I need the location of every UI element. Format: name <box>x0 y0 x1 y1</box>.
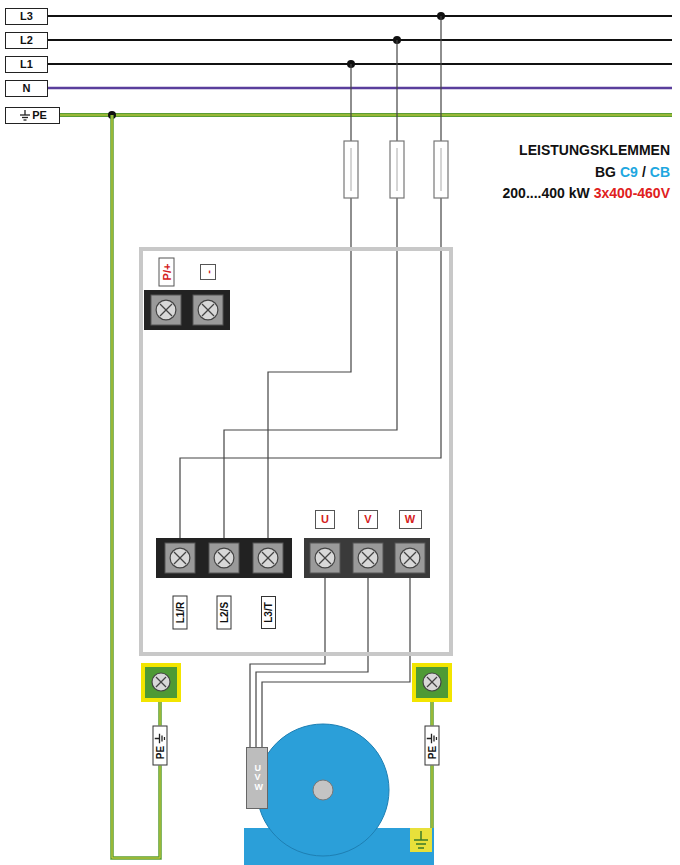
node-text: W <box>405 513 415 525</box>
node-text: L2/S <box>219 601 230 622</box>
node-text: V <box>364 513 371 525</box>
node-text: PE <box>427 745 438 758</box>
pe-label: PE <box>153 725 168 765</box>
rating-label: 3x400-460V <box>594 185 670 201</box>
terminal-label: L3/T <box>261 596 276 629</box>
bus-label: N <box>5 80 48 97</box>
node-text: PE <box>155 745 166 758</box>
size-label: BG <box>595 164 616 180</box>
bus-label: L1 <box>5 56 48 73</box>
terminal-label: L1/R <box>173 595 188 629</box>
node-text: U V W <box>255 764 260 792</box>
ground-symbol <box>427 733 438 743</box>
size-label: CB <box>650 164 670 180</box>
size-label: C9 <box>620 164 638 180</box>
bus-label: L2 <box>5 32 48 49</box>
ground-symbol <box>155 733 166 743</box>
rating-label: 200....400 kW <box>503 185 590 201</box>
terminal-label: U <box>315 510 335 529</box>
node-text: - <box>202 270 214 274</box>
node-text: PE <box>32 109 47 121</box>
terminal-label: W <box>399 510 422 529</box>
node-text: L3 <box>20 10 33 22</box>
pe-label: PE <box>425 725 440 765</box>
bus-label: L3 <box>5 8 48 25</box>
node-text: L2 <box>20 34 33 46</box>
terminal-label: - <box>200 264 216 280</box>
ground-symbol <box>20 110 30 121</box>
terminal-label: V <box>358 510 378 529</box>
heading-line: 200....400 kW3x400-460V <box>499 184 670 202</box>
node-text: L3/T <box>263 602 274 623</box>
node-text: L1/R <box>175 601 186 623</box>
terminal-label: P/+ <box>158 258 174 287</box>
heading-line: LEISTUNGSKLEMMEN <box>515 141 670 159</box>
bus-label: PE <box>5 107 60 124</box>
node-text: L1 <box>20 58 33 70</box>
title: LEISTUNGSKLEMMEN <box>519 142 670 158</box>
size-label: / <box>642 164 646 180</box>
heading-line: BGC9/CB <box>591 163 670 181</box>
node-text: P/+ <box>160 264 172 281</box>
terminal-label: L2/S <box>217 595 232 629</box>
node-text: N <box>23 82 31 94</box>
motor-terminal-box: U V W <box>246 747 268 809</box>
node-text: U <box>321 513 329 525</box>
